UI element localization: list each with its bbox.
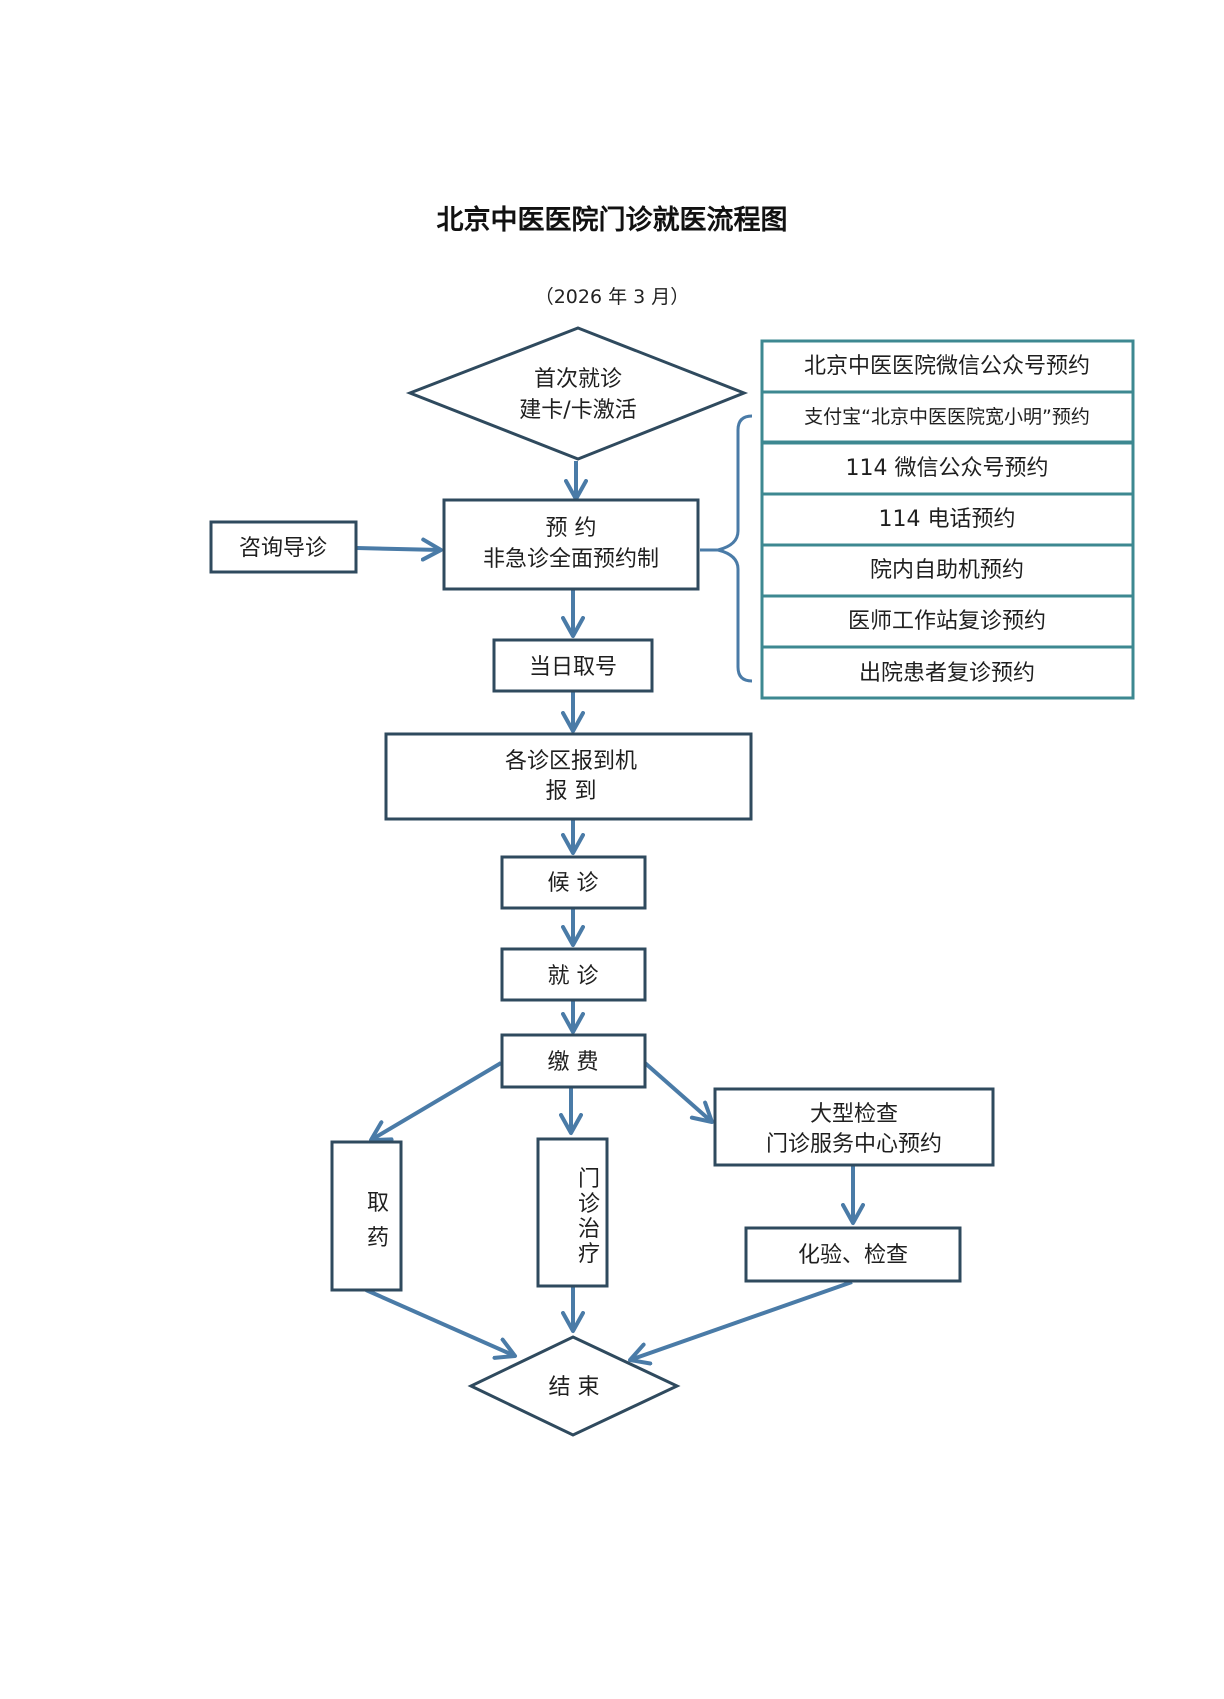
channel-box-7 [760,645,1135,700]
same-day-ticket-box [492,638,654,693]
first-visit-label-line1: 首次就诊 [534,367,622,392]
pharmacy-label-line1: 取 [367,1191,389,1216]
node-checkin: 各诊区报到机 报 到 [384,732,753,821]
treatment-char-1: 门 [578,1167,600,1192]
first-visit-label-line2: 建卡/卡激活 [519,398,636,423]
checkin-label-line1: 各诊区报到机 [505,749,637,774]
node-first-visit: 首次就诊 建卡/卡激活 [405,326,749,461]
payment-box [500,1033,647,1089]
checkin-box [384,732,753,821]
channel-box-5 [760,543,1135,598]
edge-consult-to-appointment [356,537,443,562]
channel-114-phone: 114 电话预约 [879,507,1016,532]
channel-box-4 [760,492,1135,547]
node-major-exam: 大型检查 门诊服务中心预约 [713,1087,995,1167]
appointment-label-line2: 非急诊全面预约制 [483,547,659,572]
treatment-char-2: 诊 [578,1192,600,1217]
node-appointment: 预 约 非急诊全面预约制 [442,498,700,591]
node-waiting: 候 诊 [500,855,647,910]
channel-box-3 [760,441,1135,496]
channel-box-6 [760,594,1135,649]
channel-kiosk: 院内自助机预约 [870,558,1024,583]
waiting-box [500,855,647,910]
end-diamond [467,1335,681,1437]
major-exam-label-line1: 大型检查 [810,1102,898,1127]
flow-edges [356,461,865,1366]
node-payment: 缴 费 [500,1033,647,1089]
lab-test-label: 化验、检查 [798,1243,908,1268]
checkin-label-line2: 报 到 [546,779,597,804]
channels-brace [717,414,753,683]
appointment-box [442,498,700,591]
treatment-box [536,1137,609,1288]
major-exam-label-line2: 门诊服务中心预约 [766,1132,942,1157]
treatment-char-4: 疗 [578,1242,600,1267]
consultation-box [500,947,647,1002]
lab-test-box [744,1226,962,1283]
node-lab-test: 化验、检查 [744,1226,962,1283]
appointment-channels: 北京中医医院微信公众号预约 支付宝“北京中医医院宽小明”预约 114 微信公众号… [760,339,1135,700]
same-day-ticket-label: 当日取号 [529,655,617,680]
node-treatment: 门 诊 治 疗 [536,1137,609,1288]
node-end: 结 束 [467,1335,681,1437]
channel-box-1 [760,339,1135,394]
page-title: 北京中医医院门诊就医流程图 [437,204,788,236]
page-subtitle: （2026 年 3 月） [535,286,690,308]
first-visit-diamond [405,326,749,461]
node-same-day-ticket: 当日取号 [492,638,654,693]
treatment-char-3: 治 [578,1217,600,1242]
waiting-label: 候 诊 [548,871,599,896]
channel-wechat-official: 北京中医医院微信公众号预约 [804,354,1090,379]
consultation-label: 就 诊 [548,964,599,989]
edge-payment-to-pharmacy [369,1061,503,1142]
major-exam-box [713,1087,995,1167]
channel-114-wechat: 114 微信公众号预约 [846,456,1049,481]
node-consult: 咨询导诊 [209,520,358,574]
appointment-label-line1: 预 约 [546,516,597,541]
node-pharmacy: 取 药 [330,1140,403,1292]
edge-lab-to-end [628,1280,853,1366]
node-consultation: 就 诊 [500,947,647,1002]
channel-alipay: 支付宝“北京中医医院宽小明”预约 [804,406,1090,428]
consult-label: 咨询导诊 [239,536,327,561]
end-label: 结 束 [549,1375,600,1400]
pharmacy-label-line2: 药 [367,1226,389,1251]
channel-physician-workstation: 医师工作站复诊预约 [848,609,1046,634]
pharmacy-box [330,1140,403,1292]
edge-payment-to-major-exam [643,1061,714,1124]
channel-discharged-followup: 出院患者复诊预约 [859,661,1035,686]
edge-pharmacy-to-end [365,1288,517,1360]
payment-label: 缴 费 [548,1050,599,1075]
consult-box [209,520,358,574]
